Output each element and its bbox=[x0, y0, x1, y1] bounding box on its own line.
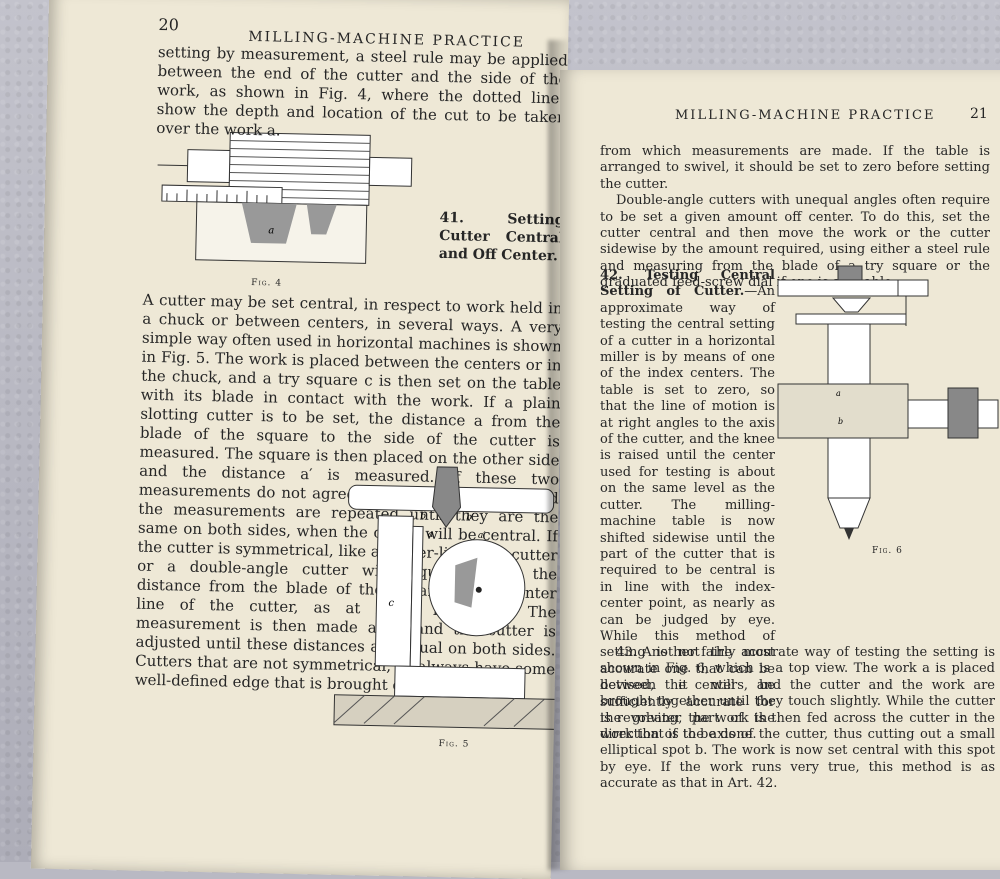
fig5-label-c: c bbox=[388, 598, 394, 609]
intro-paragraph: setting by measurement, a steel rule may… bbox=[156, 43, 568, 147]
fig6-label-a: a bbox=[836, 389, 841, 398]
right-page: MILLING-MACHINE PRACTICE 21 from which m… bbox=[560, 70, 1000, 870]
left-page: 20 MILLING-MACHINE PRACTICE a Fig. 4 set… bbox=[31, 0, 569, 879]
section-41-heading: 41. Setting Cutter Central and Off Cente… bbox=[439, 209, 565, 266]
fig4-label-a: a bbox=[268, 225, 274, 236]
fig5-label-a-prime: a′ bbox=[478, 531, 486, 541]
section-43: 43. Another fairly accurate way of testi… bbox=[600, 645, 995, 793]
fig4-caption: Fig. 4 bbox=[251, 278, 282, 289]
fig6-label-b: b bbox=[838, 417, 843, 426]
fig6-caption: Fig. 6 bbox=[872, 546, 903, 556]
figure-4: a bbox=[155, 131, 428, 292]
figure-6: a b bbox=[778, 266, 998, 556]
fig5-label-a: a bbox=[428, 530, 434, 540]
figure-5: b b′ a a′ c bbox=[334, 465, 569, 740]
running-head-right: MILLING-MACHINE PRACTICE bbox=[675, 108, 935, 123]
fig5-caption: Fig. 5 bbox=[438, 739, 469, 750]
fig5-label-b-prime: b′ bbox=[466, 513, 474, 523]
fig5-label-b: b bbox=[420, 512, 426, 522]
page-number-left: 20 bbox=[158, 15, 179, 34]
page-number-right: 21 bbox=[970, 106, 988, 122]
